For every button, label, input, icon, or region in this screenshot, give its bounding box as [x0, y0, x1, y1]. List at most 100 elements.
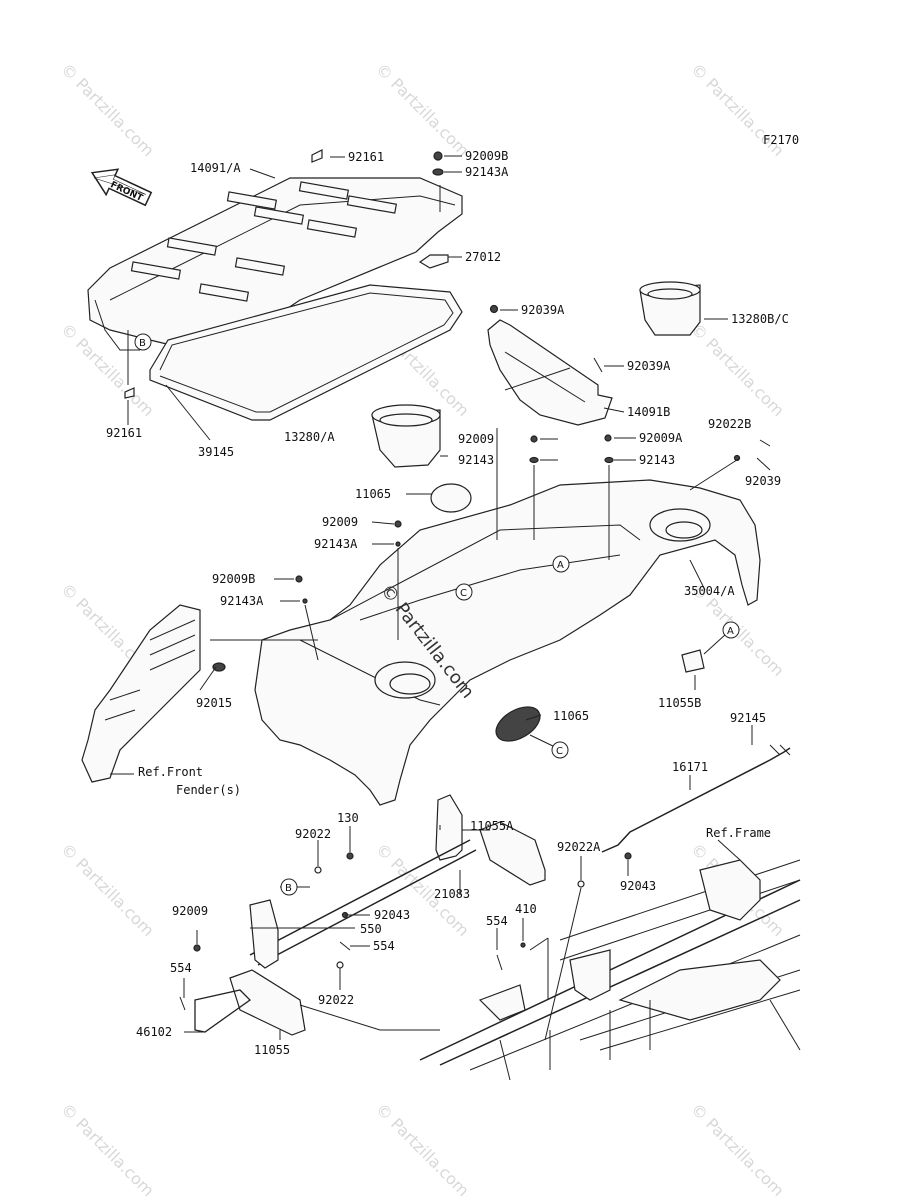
- label-27012: 27012: [465, 250, 501, 264]
- label-92039A-2: 92039A: [627, 359, 671, 373]
- bracket-14091B: [487, 319, 613, 426]
- label-92022B: 92022B: [708, 417, 751, 431]
- label-92143A-3: 92143A: [220, 594, 264, 608]
- label-130: 130: [337, 811, 359, 825]
- label-92043-1: 92043: [620, 879, 656, 893]
- label-92143-2: 92143: [639, 453, 675, 467]
- cable-16171: [601, 747, 791, 853]
- watermark-13: © Partzilla.com: [372, 1099, 473, 1200]
- ref-letter-a-2: A: [727, 626, 734, 637]
- watermark-14: © Partzilla.com: [687, 1099, 788, 1200]
- label-550: 550: [360, 922, 382, 936]
- cargo-cover: [87, 177, 463, 356]
- label-92022A: 92022A: [557, 840, 601, 854]
- bracket-11055A: [479, 821, 546, 886]
- front-arrow-icon: FRONT: [90, 168, 153, 207]
- label-14091B: 14091B: [627, 405, 670, 419]
- ref-letter-c: C: [460, 588, 467, 599]
- label-ref-front: Ref.Front: [138, 765, 203, 779]
- ref-circle-c-bottom: C: [551, 741, 569, 759]
- label-92143A: 92143A: [465, 165, 509, 179]
- watermark-1: © Partzilla.com: [57, 59, 158, 160]
- washer-92143A: [432, 168, 444, 176]
- cap-11065-bottom: [495, 706, 541, 742]
- leader-lines: [110, 155, 771, 1041]
- watermark-2: © Partzilla.com: [372, 59, 473, 160]
- label-410: 410: [515, 902, 537, 916]
- ref-letter-b-2: B: [285, 883, 292, 894]
- ref-letter-c-2: C: [556, 746, 563, 757]
- label-92009B: 92009B: [465, 149, 508, 163]
- ref-circle-a-fender: A: [552, 555, 570, 573]
- clip-92022A: [577, 880, 585, 888]
- grommet-92015: [212, 662, 226, 672]
- clip-11055B: [681, 649, 705, 673]
- cover-vents: [130, 181, 398, 302]
- watermark-12: © Partzilla.com: [57, 1099, 158, 1200]
- bolt-92009: [530, 435, 538, 443]
- label-92039A-1: 92039A: [521, 303, 565, 317]
- watermark-6: © Partzilla.com: [687, 319, 788, 420]
- label-21083: 21083: [434, 887, 470, 901]
- clip-92022-1: [314, 866, 322, 874]
- label-13280A: 13280/A: [284, 430, 335, 444]
- label-92143A-2: 92143A: [314, 537, 358, 551]
- part-labels: 14091/A 92161 92009B 92143A 27012 92161 …: [106, 149, 789, 1057]
- bolt-92009-2: [394, 520, 402, 528]
- ref-circle-c-fender: C: [455, 583, 473, 601]
- ref-circle-b-top: B: [134, 333, 152, 351]
- bracket-27012: [418, 254, 449, 269]
- label-92015: 92015: [196, 696, 232, 710]
- label-35004A: 35004/A: [684, 584, 735, 598]
- label-92161-bottom: 92161: [106, 426, 142, 440]
- washer-92143A-2: [302, 598, 308, 604]
- label-92161-top: 92161: [348, 150, 384, 164]
- ref-letter-b: B: [139, 338, 146, 349]
- label-fenders: Fender(s): [176, 783, 241, 797]
- bolt-92039A-1: [489, 304, 499, 314]
- bracket-21083: [435, 794, 463, 861]
- label-16171: 16171: [672, 760, 708, 774]
- frame: [419, 859, 801, 1081]
- front-fender-piece: [81, 604, 201, 783]
- label-11065-top: 11065: [355, 487, 391, 501]
- watermark-9: © Partzilla.com: [57, 839, 158, 940]
- ref-circle-a-right: A: [722, 621, 740, 639]
- cup-holder-13280-A: [371, 404, 441, 468]
- label-92145: 92145: [730, 711, 766, 725]
- ref-circle-b-bottom: B: [280, 878, 298, 896]
- cap-11065-top: [430, 483, 472, 513]
- label-554-3: 554: [170, 961, 192, 975]
- bolt-92009B-2: [295, 575, 303, 583]
- label-14091A: 14091/A: [190, 161, 241, 175]
- label-92143-1: 92143: [458, 453, 494, 467]
- label-92009-2: 92009: [322, 515, 358, 529]
- label-92009A: 92009A: [639, 431, 683, 445]
- bolt-130: [346, 852, 354, 860]
- label-92043-2: 92043: [374, 908, 410, 922]
- pin-410: [520, 942, 526, 948]
- ref-letter-a: A: [557, 560, 564, 571]
- bar-550: [249, 839, 477, 969]
- cup-holder-13280B-C: [639, 281, 701, 336]
- label-39145: 39145: [198, 445, 234, 459]
- label-92039: 92039: [745, 474, 781, 488]
- label-11055A: 11055A: [470, 819, 514, 833]
- bolt-92009A: [604, 434, 612, 442]
- rear-fender-35004A: [254, 479, 761, 806]
- label-ref-frame: Ref.Frame: [706, 826, 771, 840]
- washer-92143-2: [604, 456, 614, 464]
- bracket-11055: [229, 969, 306, 1036]
- label-554-1: 554: [486, 914, 508, 928]
- washer-92143: [529, 456, 539, 464]
- washer-92143A-3: [395, 541, 401, 547]
- bolt-92009B: [433, 151, 443, 161]
- label-92009B-2: 92009B: [212, 572, 255, 586]
- clip-92022-2: [336, 961, 344, 969]
- label-92022-2: 92022: [318, 993, 354, 1007]
- label-92009-1: 92009: [458, 432, 494, 446]
- label-11065-bottom: 11065: [553, 709, 589, 723]
- bolt-92009-3: [193, 944, 201, 952]
- rod-46102: [194, 989, 252, 1033]
- label-92022-1: 92022: [295, 827, 331, 841]
